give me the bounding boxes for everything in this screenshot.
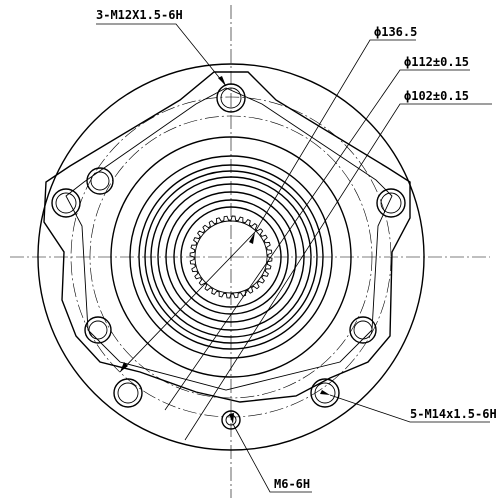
bolt-hole-lower-left: [113, 378, 143, 408]
hub-ring-3: [138, 164, 324, 350]
dimension-leaders: [96, 23, 492, 493]
hub-ring-2: [129, 155, 333, 359]
bolt-hole-top: [216, 83, 246, 113]
hub-ring-7: [165, 191, 297, 323]
hub-ring-5: [150, 176, 312, 338]
flange-pentagon: [43, 71, 411, 403]
hub-ring-1: [110, 136, 352, 378]
spline-bore: [189, 215, 273, 299]
spline-root-circle: [194, 220, 268, 294]
label-m6-thread: M6-6H: [274, 477, 310, 491]
bolt-hole-left: [51, 188, 81, 218]
flange-inner-outline: [65, 87, 393, 391]
mount-hole-upper-left: [86, 167, 114, 195]
mount-holes: [84, 167, 377, 344]
bolt-hole-right: [376, 188, 406, 218]
flange-outline: [37, 63, 425, 451]
mount-hole-left: [84, 316, 112, 344]
hub-ring-9: [180, 206, 282, 308]
wheel-bolt-holes: [51, 83, 406, 408]
hub-ring-4: [144, 170, 318, 344]
hub-ring-6: [157, 183, 305, 331]
hub-rings: [110, 136, 352, 378]
label-dia-136: ϕ136.5: [374, 25, 417, 39]
label-dia-102: ϕ102±0.15: [404, 89, 469, 103]
inner-pitch-circle: [89, 115, 373, 399]
dimension-arrows: [120, 76, 330, 424]
label-5-m14-thread: 5-M14x1.5-6H: [410, 407, 497, 421]
center-lines: [10, 5, 490, 498]
bolt-hole-lower-right: [310, 378, 340, 408]
spline-teeth: [189, 215, 273, 299]
label-3-m12-thread: 3-M12X1.5-6H: [96, 8, 183, 22]
outer-flange-circle: [37, 63, 425, 451]
mounting-flange: [43, 71, 411, 403]
label-dia-112: ϕ112±0.15: [404, 55, 469, 69]
mount-hole-right: [349, 316, 377, 344]
